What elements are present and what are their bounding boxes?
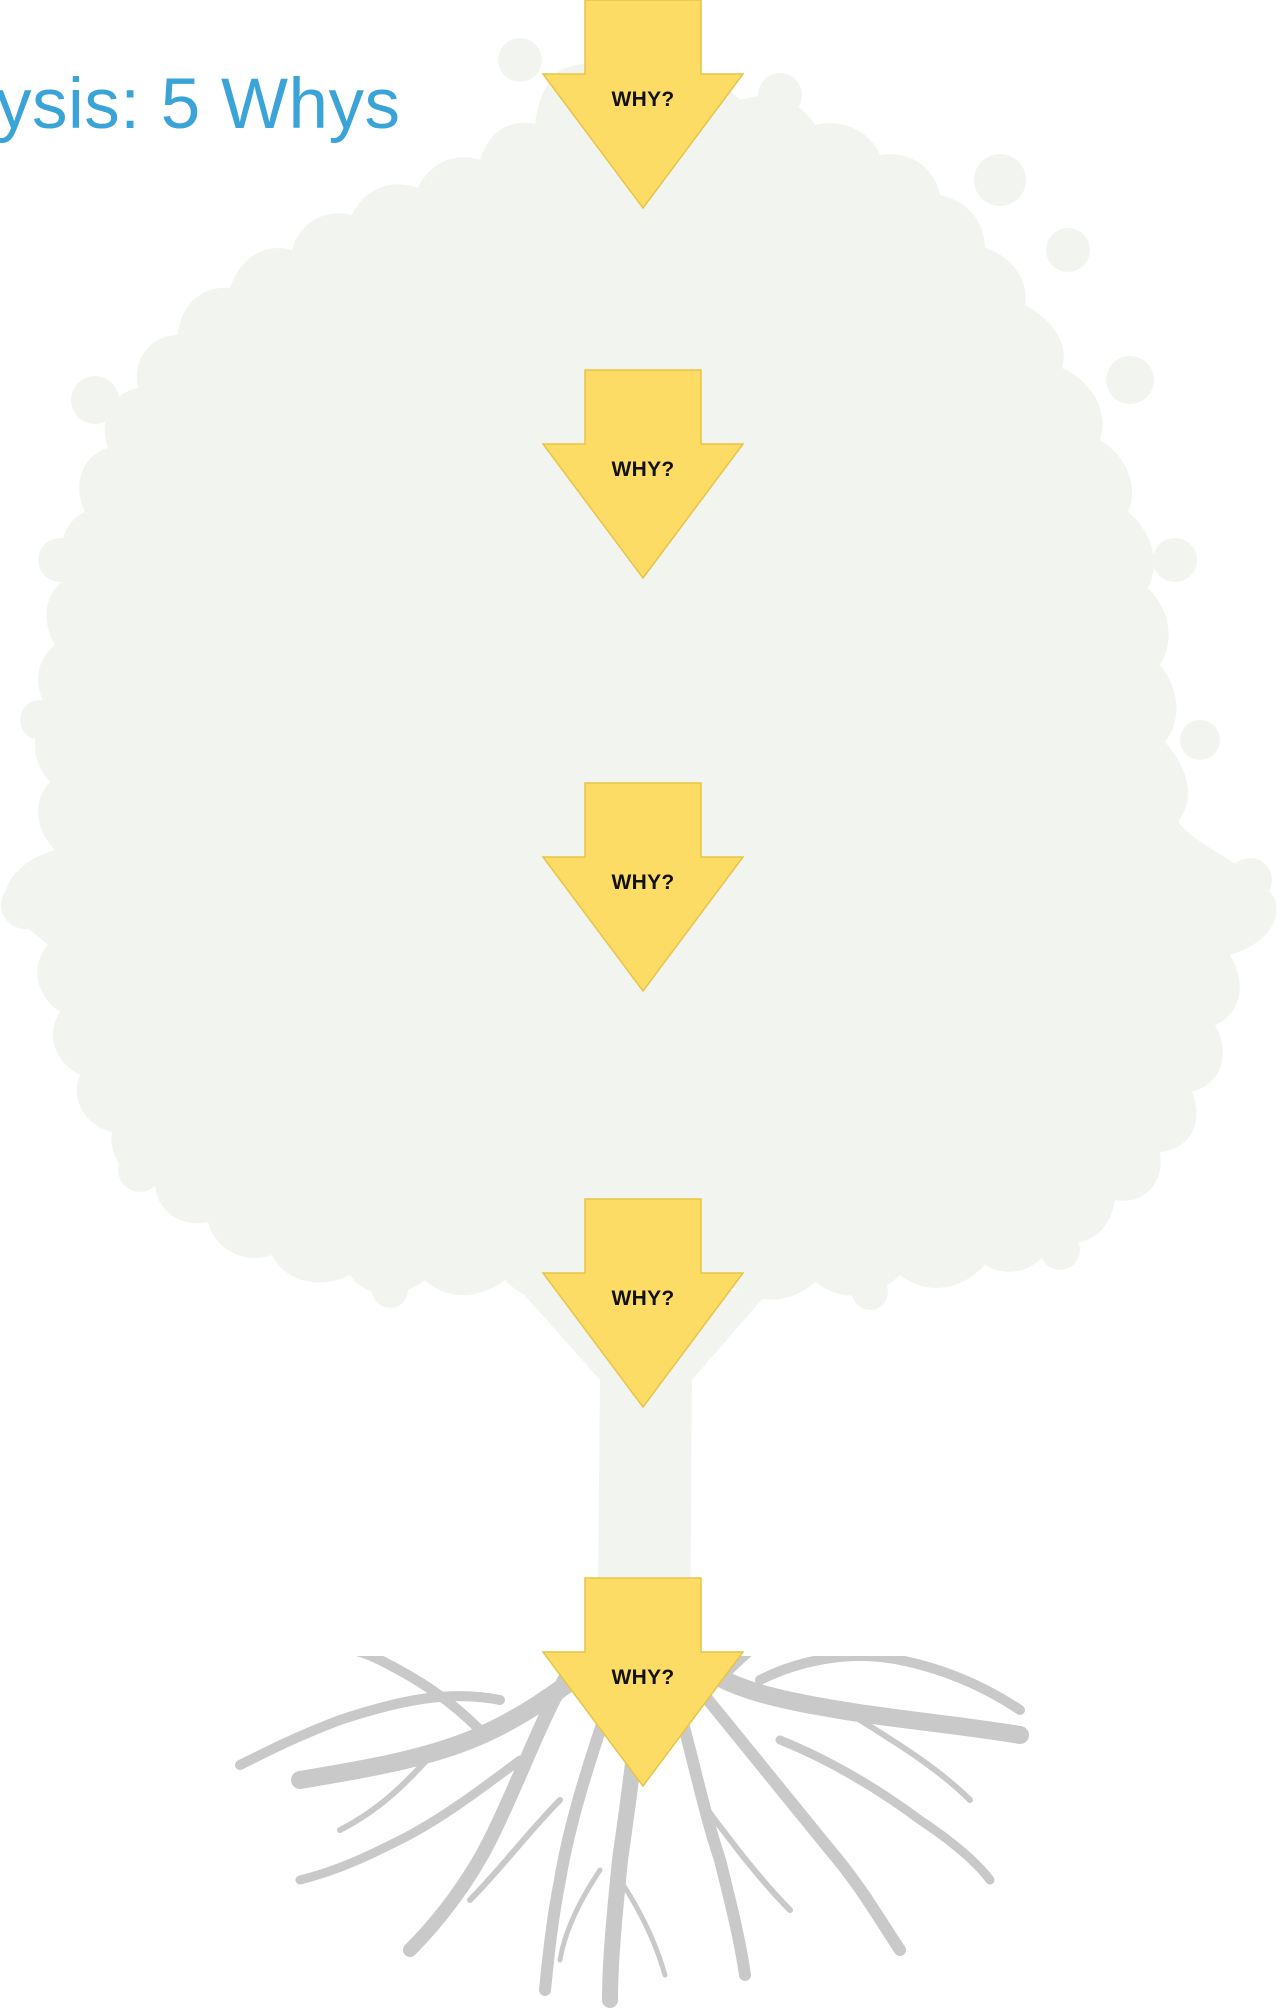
root-fine-3 bbox=[697, 1797, 793, 1913]
root-right-mid bbox=[775, 1735, 995, 1885]
root-fine-4 bbox=[857, 1717, 973, 1803]
why-label: WHY? bbox=[611, 871, 675, 894]
root-fine-2 bbox=[467, 1797, 563, 1903]
down-arrow-icon bbox=[541, 0, 745, 210]
root-left-down bbox=[403, 1663, 577, 1957]
why-label: WHY? bbox=[611, 88, 675, 111]
why-arrow-4: WHY? bbox=[541, 1198, 745, 1409]
down-arrow-icon bbox=[541, 782, 745, 993]
root-fine-1 bbox=[337, 1742, 443, 1833]
down-arrow-icon bbox=[541, 1198, 745, 1409]
why-label: WHY? bbox=[611, 1287, 675, 1310]
why-arrow-1: WHY? bbox=[541, 0, 745, 210]
tree-canopy bbox=[5, 61, 1277, 1302]
down-arrow-icon bbox=[541, 369, 745, 580]
root-main-right bbox=[681, 1651, 1029, 1744]
why-arrow-2: WHY? bbox=[541, 369, 745, 580]
down-arrow-icon bbox=[541, 1577, 745, 1788]
root-right-down bbox=[694, 1684, 906, 1956]
tree-trunk bbox=[520, 1290, 770, 1660]
root-center-left bbox=[539, 1694, 616, 1996]
root-left-mid bbox=[295, 1755, 525, 1885]
why-arrow-3: WHY? bbox=[541, 782, 745, 993]
slide-title: ysis: 5 Whys bbox=[0, 65, 401, 144]
root-fine-6 bbox=[617, 1877, 668, 1978]
root-fine-5 bbox=[557, 1867, 603, 1963]
root-left-far bbox=[235, 1691, 505, 1770]
why-label: WHY? bbox=[611, 1666, 675, 1689]
root-right-far bbox=[755, 1651, 1025, 1715]
why-arrow-5: WHY? bbox=[541, 1577, 745, 1788]
why-label: WHY? bbox=[611, 458, 675, 481]
